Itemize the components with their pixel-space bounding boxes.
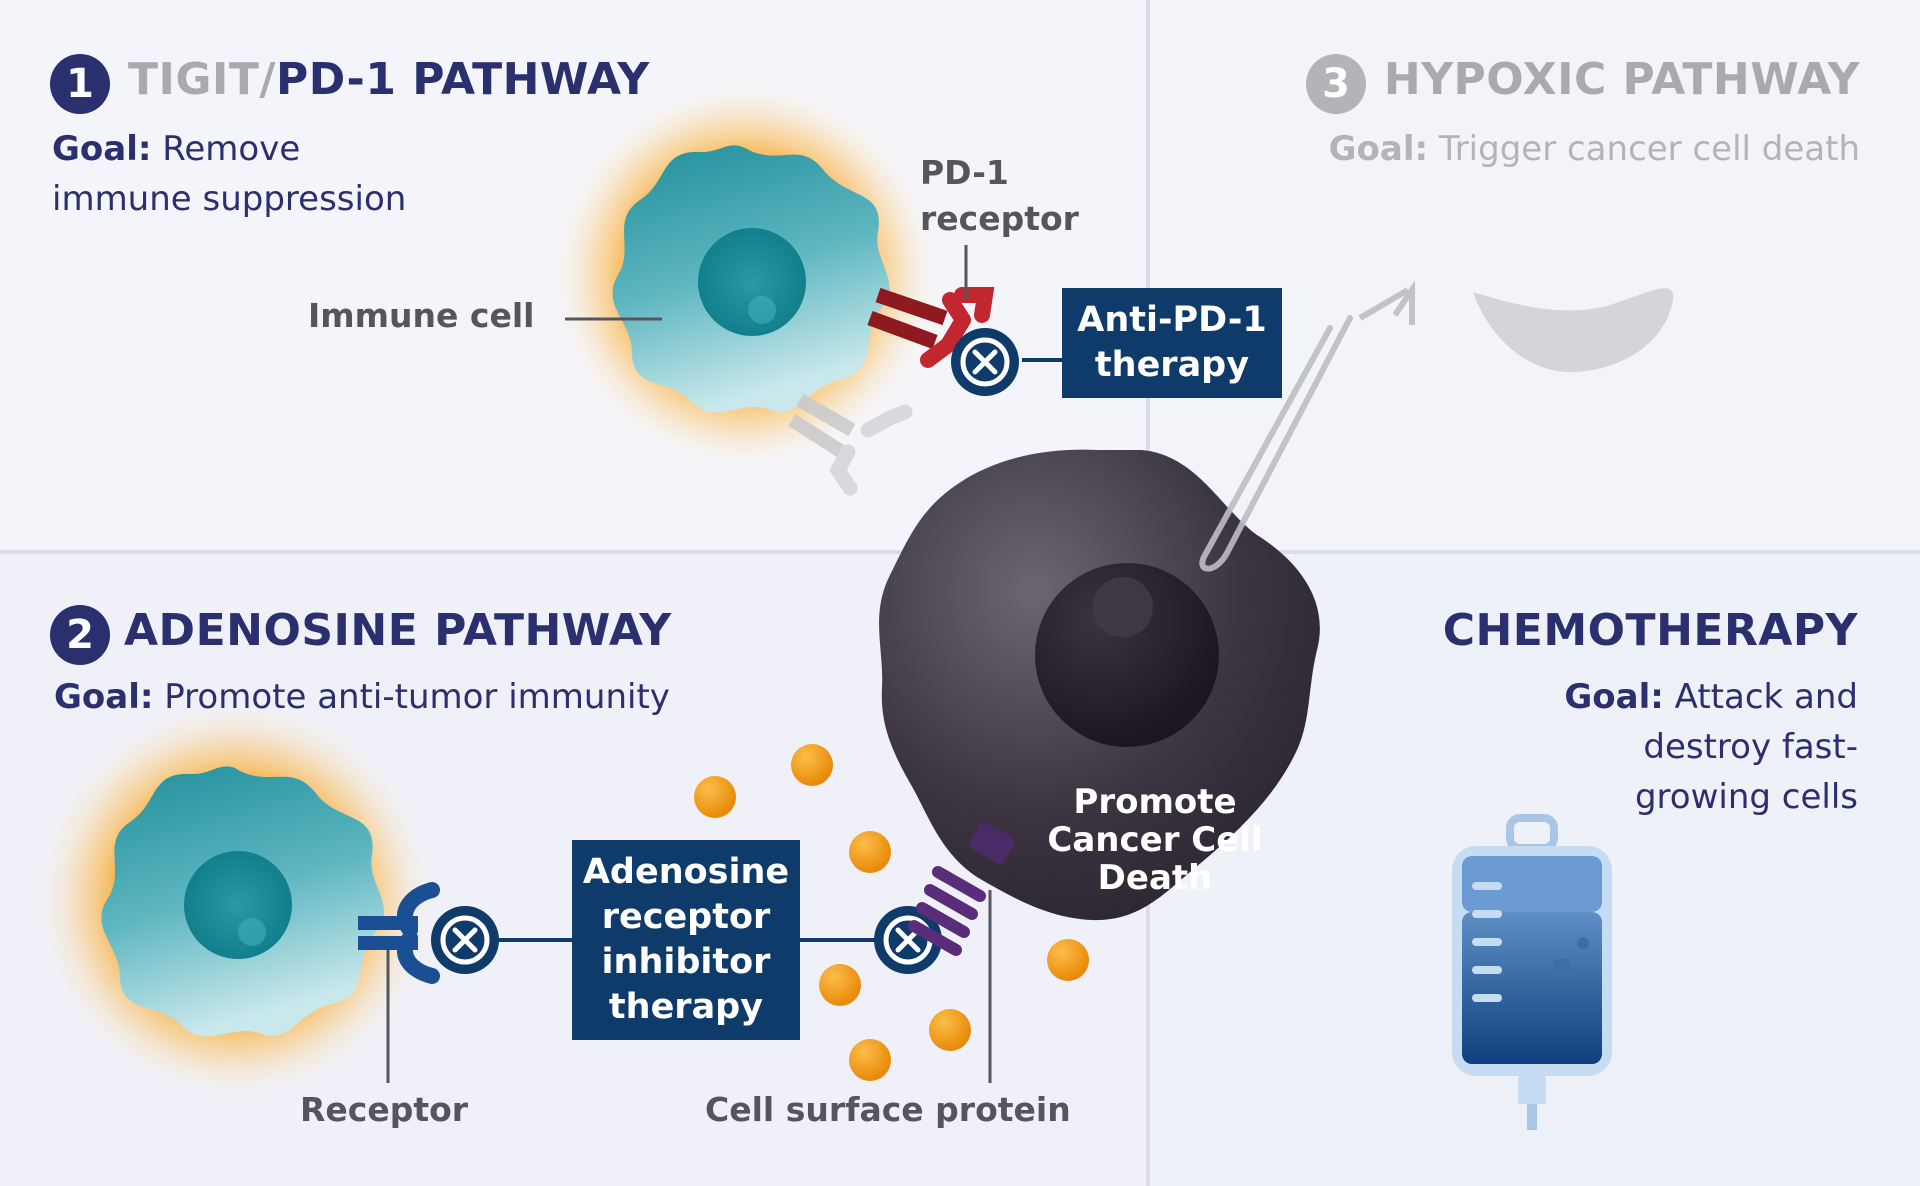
immune-cell-2 [30,695,440,1105]
cell-surface-protein-label: Cell surface protein [705,1090,1071,1129]
panel-4-title: CHEMOTHERAPY [1442,605,1858,656]
adenosine-therapy-box: Adenosine receptor inhibitor therapy [572,840,800,1040]
panel-2-number: 2 [50,605,110,665]
pd1-label-line2: receptor [920,199,1079,238]
immune-cell-label: Immune cell [308,296,535,335]
panel-1-goal: Goal: Remove immune suppression [52,124,406,224]
panel-3-goal: Goal: Trigger cancer cell death [1329,124,1860,174]
panel-3-number: 3 [1306,54,1366,114]
tigit-receptor [788,393,913,496]
immune-cell-1 [545,75,945,475]
panel-3-title: HYPOXIC PATHWAY [1383,54,1860,105]
panel-2-goal-text: Promote anti-tumor immunity [164,677,670,717]
panel-4-goal-line1: Attack and [1674,677,1858,717]
hypoxic-arrow [1199,280,1415,572]
panel-1-title-pd1: PD-1 PATHWAY [275,54,650,105]
death-line2: Cancer Cell [1047,820,1263,860]
panel-3-goal-text: Trigger cancer cell death [1438,129,1860,169]
adenosine-molecules [694,744,1089,1081]
panel-2-title: ADENOSINE PATHWAY [124,605,672,656]
death-line1: Promote [1073,782,1237,822]
receptor-label: Receptor [300,1090,469,1129]
adenosine-therapy-line4: therapy [608,987,764,1027]
panel-4-goal-line3: growing cells [1634,777,1858,817]
cell-surface-protein [908,822,1015,956]
panel-4-goal-line2: destroy fast- [1643,727,1858,767]
block-x-icon-1 [951,328,1019,396]
panel-4-goal: Goal: Attack and destroy fast- growing c… [1564,672,1858,822]
anti-pd1-line1: Anti-PD-1 [1077,300,1267,340]
panel-1-goal-line2: immune suppression [52,179,407,219]
adenosine-receptor [358,882,440,984]
panel-1-title: TIGIT/PD-1 PATHWAY [128,54,650,105]
iv-bag-icon [1452,814,1612,1130]
block-x-icon-2 [431,906,499,974]
adenosine-therapy-line3: inhibitor [601,942,771,982]
adenosine-therapy-line1: Adenosine [582,852,790,892]
dying-cell [1473,288,1674,373]
panel-1-number: 1 [50,54,110,114]
cancer-cell-death-label: Promote Cancer Cell Death [1025,783,1285,897]
pd1-receptor [867,287,995,368]
anti-pd1-line2: therapy [1094,345,1250,385]
panel-1-goal-label: Goal: [52,129,152,169]
adenosine-therapy-line2: receptor [601,897,771,937]
panel-4-goal-label: Goal: [1564,677,1664,717]
pd1-receptor-label: PD-1 receptor [920,150,1079,242]
panel-1-goal-line1: Remove [162,129,301,169]
panel-2-goal-label: Goal: [54,677,154,717]
panel-1-title-tigit: TIGIT/ [128,54,276,105]
panel-3-goal-label: Goal: [1328,129,1429,169]
death-line3: Death [1097,858,1213,898]
anti-pd1-therapy-box: Anti-PD-1 therapy [1062,288,1282,398]
pd1-label-line1: PD-1 [920,153,1009,192]
panel-2-goal: Goal: Promote anti-tumor immunity [54,672,670,722]
